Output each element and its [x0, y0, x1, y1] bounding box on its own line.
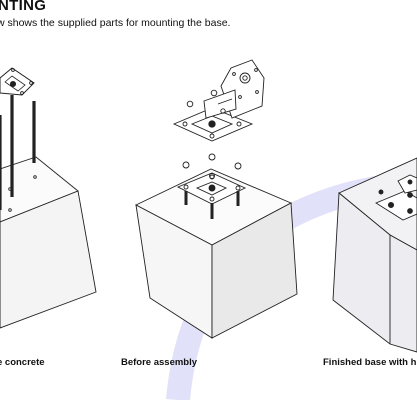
section-intro-text: w shows the supplied parts for mounting …	[0, 17, 231, 29]
figure-caption-finished-base: Finished base with h	[323, 357, 417, 368]
figure-caption-before-assembly: Before assembly	[121, 357, 198, 368]
section-heading: NTING	[0, 0, 47, 14]
figure-caption-concrete: e concrete	[0, 357, 45, 368]
installed-flange	[397, 174, 417, 194]
figure-finished-base	[332, 157, 417, 353]
block2-right-face	[211, 202, 298, 339]
block1-front-face	[0, 190, 97, 329]
figure-concrete-block	[0, 67, 97, 329]
mounting-plate	[0, 67, 35, 96]
figure-before-assembly	[134, 59, 298, 339]
installed-base-plate	[375, 190, 417, 221]
